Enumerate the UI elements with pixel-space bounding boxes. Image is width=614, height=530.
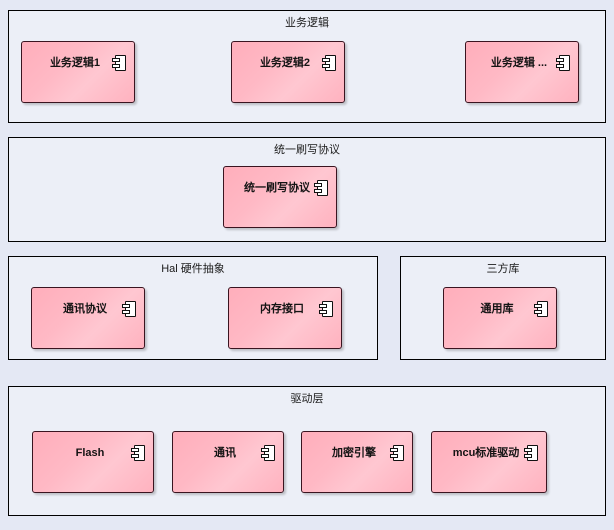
layer-title-driver: 驱动层 xyxy=(290,393,324,405)
component-box-unified-flash-protocol[interactable]: 统一刷写协议 xyxy=(223,166,337,228)
component-label: 业务逻辑 ... xyxy=(490,57,548,69)
component-label: 加密引擎 xyxy=(332,447,376,459)
layer-panel-unified-flash-protocol[interactable]: 统一刷写协议 统一刷写协议 xyxy=(8,137,606,242)
component-label: 内存接口 xyxy=(260,303,304,315)
component-box-business-logic-1[interactable]: 业务逻辑1 xyxy=(21,41,135,103)
component-box-general-library[interactable]: 通用库 xyxy=(443,287,557,349)
component-label: 通用库 xyxy=(480,303,514,315)
uml-component-icon xyxy=(322,55,336,71)
layer-panel-hal[interactable]: Hal 硬件抽象 通讯协议 内存接口 xyxy=(8,256,378,360)
component-box-mcu-standard-driver[interactable]: mcu标准驱动 xyxy=(431,431,547,493)
component-label: 业务逻辑2 xyxy=(259,57,311,69)
component-box-business-logic-2[interactable]: 业务逻辑2 xyxy=(231,41,345,103)
layer-panel-business-logic[interactable]: 业务逻辑 业务逻辑1 业务逻辑2 业务逻辑 ... xyxy=(8,10,606,123)
uml-component-icon xyxy=(534,301,548,317)
component-label: mcu标准驱动 xyxy=(452,447,520,459)
uml-component-icon xyxy=(122,301,136,317)
component-box-memory-interface[interactable]: 内存接口 xyxy=(228,287,342,349)
layer-title-business-logic: 业务逻辑 xyxy=(285,17,329,29)
uml-component-icon xyxy=(524,445,538,461)
layer-panel-third-party-library[interactable]: 三方库 通用库 xyxy=(400,256,606,360)
component-box-business-logic-more[interactable]: 业务逻辑 ... xyxy=(465,41,579,103)
component-box-encryption-engine[interactable]: 加密引擎 xyxy=(301,431,413,493)
layer-panel-driver[interactable]: 驱动层 Flash 通讯 加密引擎 mcu标准驱动 xyxy=(8,386,606,516)
component-box-flash[interactable]: Flash xyxy=(32,431,154,493)
layer-title-third-party-library: 三方库 xyxy=(486,263,520,275)
component-label: 通讯 xyxy=(214,447,236,459)
uml-component-icon xyxy=(319,301,333,317)
uml-component-icon xyxy=(314,180,328,196)
uml-component-icon xyxy=(261,445,275,461)
uml-component-icon xyxy=(556,55,570,71)
layer-title-unified-flash-protocol: 统一刷写协议 xyxy=(274,144,340,156)
uml-component-icon xyxy=(390,445,404,461)
component-label: 统一刷写协议 xyxy=(244,182,310,194)
uml-component-icon xyxy=(112,55,126,71)
uml-component-icon xyxy=(131,445,145,461)
component-label: 业务逻辑1 xyxy=(49,57,101,69)
component-label: 通讯协议 xyxy=(63,303,107,315)
component-box-communication[interactable]: 通讯 xyxy=(172,431,284,493)
component-label: Flash xyxy=(75,447,105,459)
component-box-communication-protocol[interactable]: 通讯协议 xyxy=(31,287,145,349)
layer-title-hal: Hal 硬件抽象 xyxy=(161,263,225,275)
